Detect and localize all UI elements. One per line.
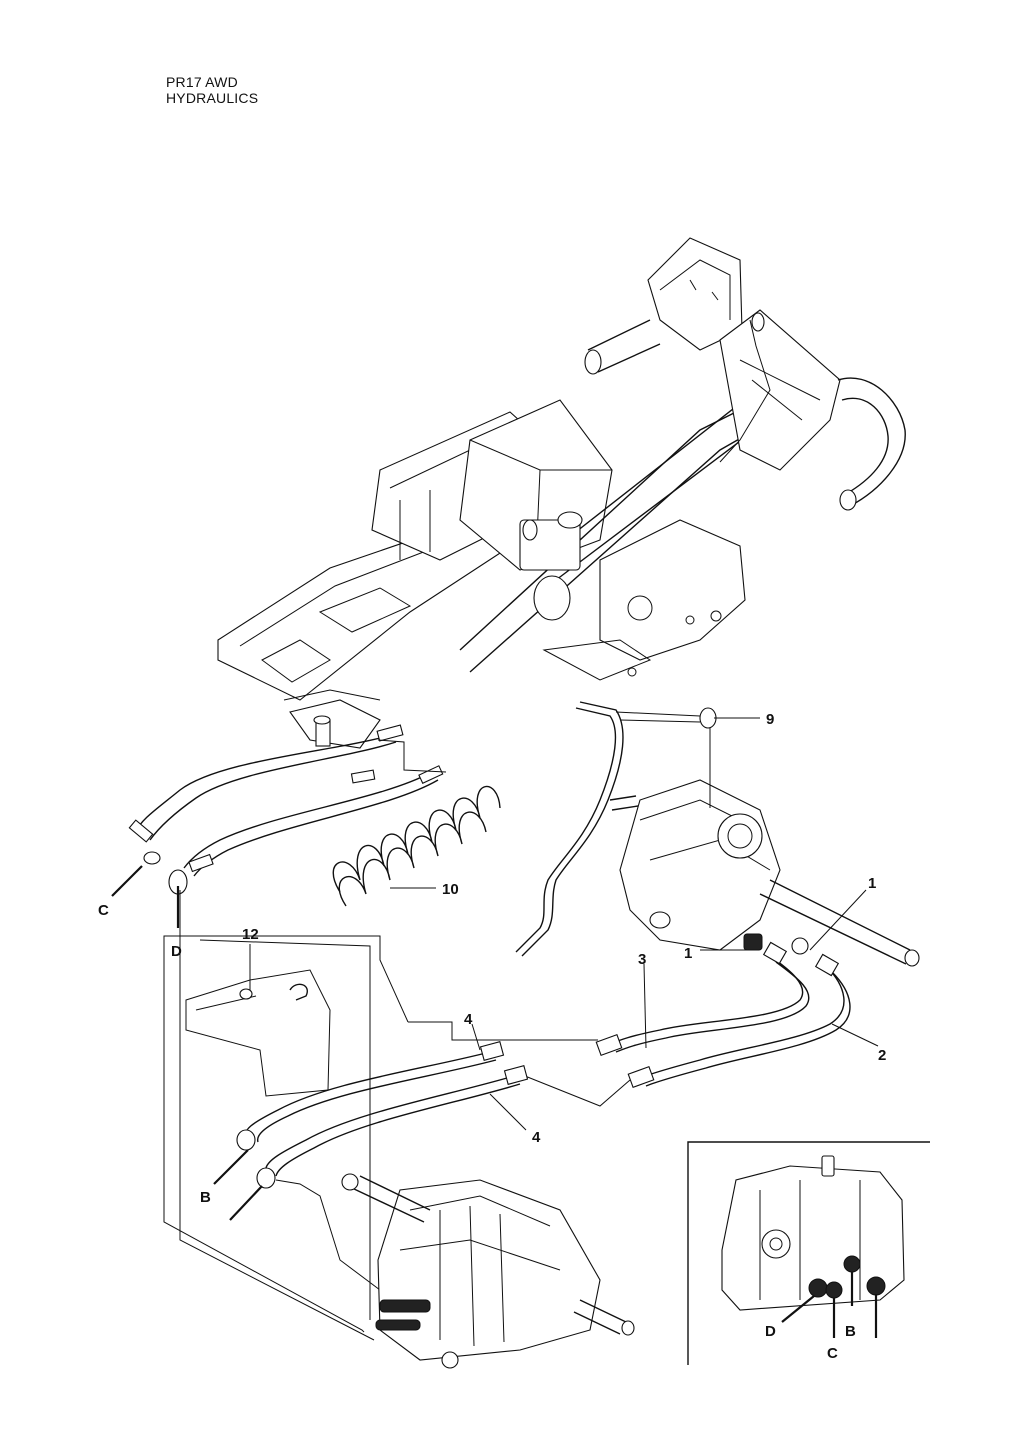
callout-c: C [98,902,109,919]
inset-callout-b: B [845,1323,856,1340]
front-transaxle [609,779,920,967]
inset-callout-d: D [765,1323,776,1340]
steel-lines [595,941,851,1089]
diagram-title: PR17 AWD HYDRAULICS [166,74,258,106]
callout-9: 9 [766,711,774,728]
chassis-frame [217,237,906,749]
callout-12: 12 [242,926,259,943]
rear-transaxle [341,1173,635,1369]
callout-2: 2 [878,1047,886,1064]
inset-callout-c: C [827,1345,838,1362]
callout-3: 3 [638,951,646,968]
tank-outline [185,969,331,1097]
control-rod [515,701,717,957]
callout-1-mid: 1 [684,945,692,962]
callout-d: D [171,943,182,960]
inset-panel [687,1141,930,1365]
spring-coil [332,785,501,907]
callout-4-top: 4 [464,1011,473,1028]
callout-leaders [111,717,879,1221]
callout-b: B [200,1189,211,1206]
callout-1-right: 1 [868,875,876,892]
upper-hoses [128,724,447,895]
connection-routing [163,890,631,1341]
callout-10: 10 [442,881,459,898]
title-model: PR17 AWD [166,74,238,90]
title-section: HYDRAULICS [166,90,259,106]
callout-4-bottom: 4 [532,1129,541,1146]
